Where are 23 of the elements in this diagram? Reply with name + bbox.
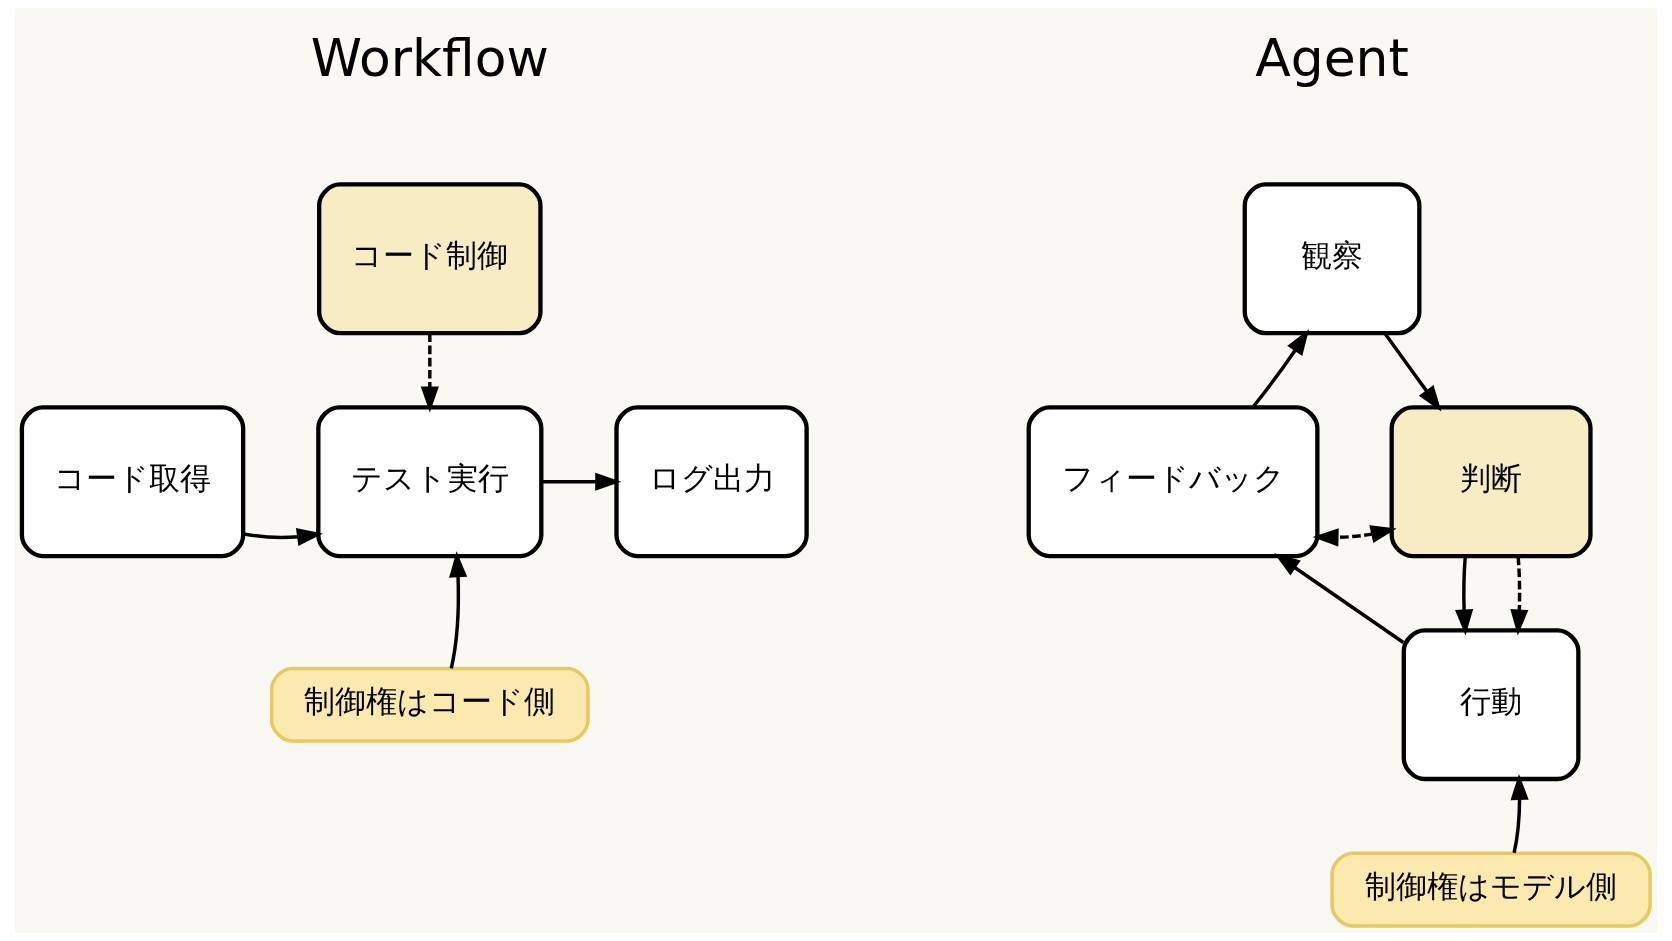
label: Agent: [1255, 27, 1409, 88]
node-box: 制御権はコード側: [269, 666, 590, 743]
node-box: 行動: [1401, 628, 1581, 782]
arrow: [1383, 332, 1442, 412]
node-box: テスト実行: [316, 405, 544, 559]
node-box: 判断: [1389, 405, 1593, 559]
node-box: フィードバック: [1026, 405, 1320, 559]
arrow: [1312, 525, 1397, 547]
node-box: コード制御: [317, 182, 543, 336]
label: Workflow: [310, 27, 549, 88]
arrow: [1510, 556, 1529, 636]
arrow: [1455, 556, 1474, 636]
arrow: [1251, 329, 1310, 409]
node-box: 制御権はモデル側: [1330, 851, 1652, 928]
arrow: [1510, 773, 1529, 854]
arrow: [449, 551, 468, 669]
arrow: [243, 527, 323, 546]
node-box: ログ出力: [614, 405, 809, 559]
arrow: [1274, 553, 1405, 644]
node-box: 観察: [1242, 182, 1422, 336]
arrow: [541, 472, 622, 491]
node-box: コード取得: [19, 405, 246, 559]
arrow: [420, 333, 439, 413]
